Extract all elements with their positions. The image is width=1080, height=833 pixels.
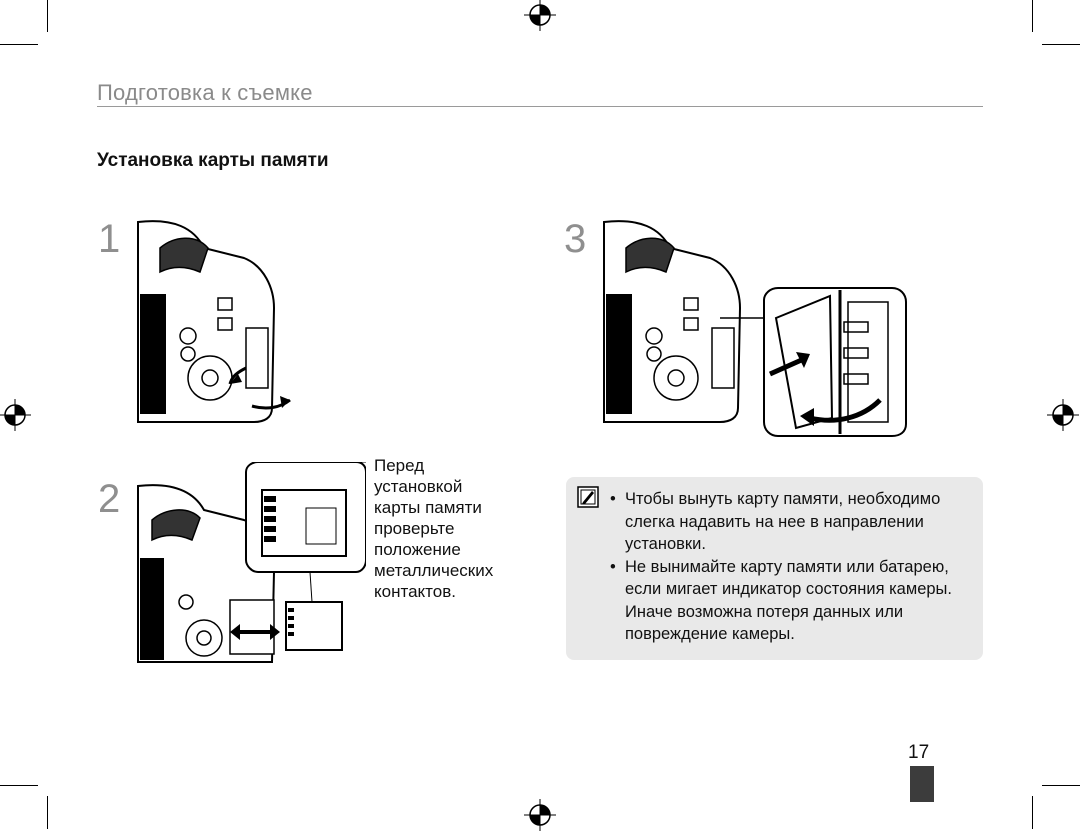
crop-mark xyxy=(47,0,48,32)
caption-line: металлических xyxy=(374,561,494,580)
thumb-index-tab xyxy=(910,766,934,802)
note-list: Чтобы вынуть карту памяти, необходимо сл… xyxy=(610,488,980,646)
registration-mark-icon xyxy=(524,0,556,31)
crop-mark xyxy=(1032,0,1033,32)
note-item: Чтобы вынуть карту памяти, необходимо сл… xyxy=(610,488,980,556)
section-title: Подготовка к съемке xyxy=(97,80,313,105)
caption-line: положение xyxy=(374,540,461,559)
caption-line: Перед xyxy=(374,456,425,475)
crop-mark xyxy=(0,785,38,786)
camera-open-cover-illustration xyxy=(137,220,291,423)
crop-mark xyxy=(47,796,48,829)
caption-line: контактов. xyxy=(374,582,456,601)
crop-mark xyxy=(1032,796,1033,829)
caption-line: проверьте xyxy=(374,519,455,538)
note-pencil-icon xyxy=(577,486,599,508)
step-number: 3 xyxy=(564,217,587,261)
illustration-caption: Перед установкой карты памяти проверьте … xyxy=(374,455,514,602)
page-number: 17 xyxy=(908,742,930,763)
crop-mark xyxy=(1042,44,1080,45)
card-insertion-illustration xyxy=(137,462,366,663)
registration-mark-icon xyxy=(1047,399,1079,431)
caption-line: карты памяти xyxy=(374,498,482,517)
registration-mark-icon xyxy=(0,399,31,431)
subsection-title: Установка карты памяти xyxy=(97,150,329,171)
crop-mark xyxy=(1042,785,1080,786)
step-number: 2 xyxy=(98,477,121,521)
note-item: Не вынимайте карту памяти или батарею, е… xyxy=(610,556,980,646)
registration-mark-icon xyxy=(524,799,556,831)
section-divider xyxy=(97,106,983,107)
crop-mark xyxy=(0,44,38,45)
camera-card-removal-illustration xyxy=(603,220,907,437)
step-number: 1 xyxy=(98,217,121,261)
caption-line: установкой xyxy=(374,477,463,496)
